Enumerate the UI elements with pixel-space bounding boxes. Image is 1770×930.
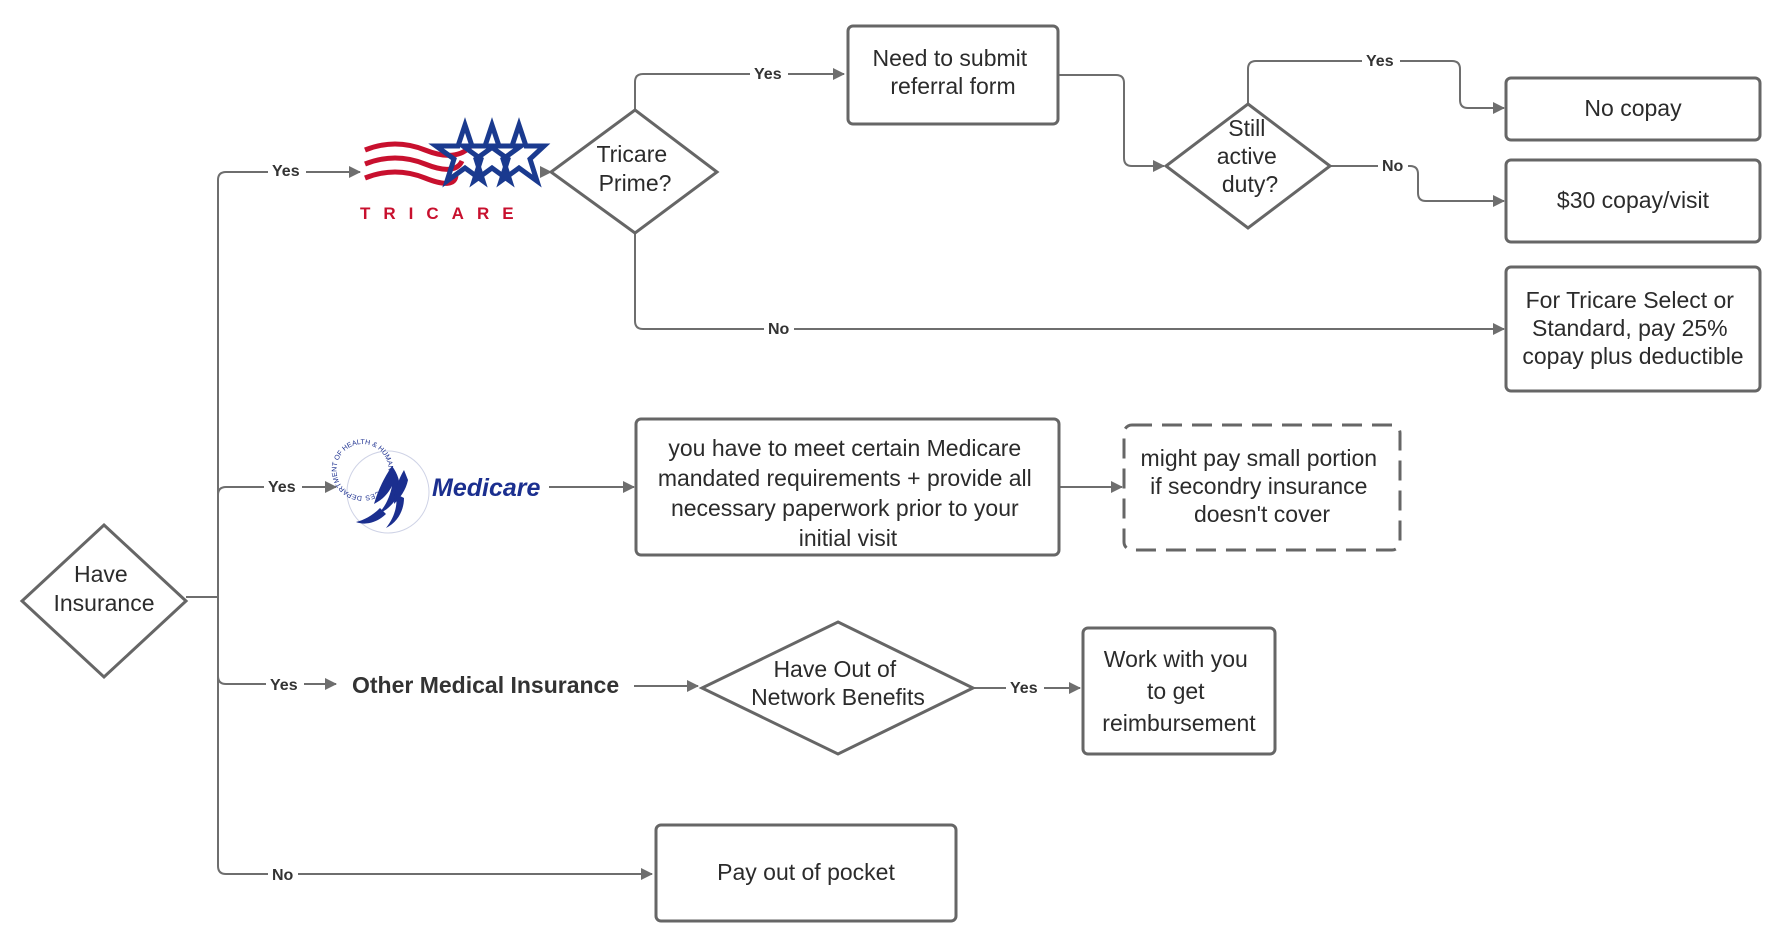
text-req-3: necessary paperwork prior to your [671,495,1019,521]
tricare-logo: TRICARE [360,117,551,223]
text-referral-2: referral form [890,73,1015,99]
label-to-tricare: Yes [272,163,300,180]
label-duty-yes: Yes [1366,53,1394,70]
text-duty: duty? [1222,171,1278,197]
node-medicare-req: you have to meet certain Medicare mandat… [634,417,1061,557]
svg-text:Tricare Prime?: Tricare Prime? [596,141,673,196]
edge-to-medicare [217,481,337,496]
text-referral-1: Need to submit [872,45,1027,71]
text-active: active [1217,143,1277,169]
text-select-2: Standard, pay 25% [1532,315,1728,341]
hhs-seal: DEPARTMENT OF HEALTH & HUMAN SERVICES · … [0,0,430,534]
node-pay-pocket: Pay out of pocket [654,823,958,923]
node-no-copay: No copay [1504,76,1762,142]
text-still: Still [1228,115,1265,141]
edge-referral-to-duty [1058,74,1165,172]
svg-text:Have Out of Network Bene: Have Out of Network Benefits [751,656,925,710]
label-to-other: Yes [270,677,298,694]
label-to-pocket: No [272,867,294,884]
svg-text:might pay small portion: might pay small portion if secondry insu… [1141,445,1384,527]
tricare-wordmark: TRICARE [360,204,527,223]
text-reimb-2: to get [1147,678,1205,704]
edge-to-other [217,675,337,690]
label-prime-no: No [768,321,790,338]
hhs-eagle-icon [356,466,408,528]
node-tricare-select: For Tricare Select or Standard, pay 25% … [1504,265,1762,393]
text-secondary-2: if secondry insurance [1150,473,1367,499]
text-req-4: initial visit [799,525,898,551]
node-copay-30: $30 copay/visit [1504,158,1762,244]
text-secondary-3: doesn't cover [1194,501,1330,527]
text-prime: Prime? [599,170,672,196]
svg-text:Work with you to get: Work with you to get reimbursement [1102,646,1256,736]
text-pay-pocket: Pay out of pocket [717,859,895,885]
medicare-wordmark: Medicare [432,474,540,502]
label-network-yes: Yes [1010,680,1038,697]
svg-text:you have to meet certain Medic: you have to meet certain Medicare mandat… [658,435,1038,551]
node-have-insurance: Have Insurance [19,522,189,680]
text-copay-30: $30 copay/visit [1557,187,1710,213]
tricare-stars [428,117,551,188]
node-reimbursement: Work with you to get reimbursement [1081,626,1277,756]
edge-insurance-spine [217,171,227,875]
medicare-logo: DEPARTMENT OF HEALTH & HUMAN SERVICES · … [0,0,540,534]
text-other-insurance: Other Medical Insurance [352,672,619,698]
node-secondary: might pay small portion if secondry insu… [1122,423,1402,552]
text-network-2: Network Benefits [751,684,925,710]
svg-text:For Tricare Select or St: For Tricare Select or Standard, pay 25% … [1522,287,1743,369]
text-tricare: Tricare [596,141,667,167]
text-req-1: you have to meet certain Medicare [668,435,1021,461]
node-referral: Need to submit referral form [846,24,1060,126]
node-active-duty: Still active duty? [1163,102,1333,230]
hhs-seal-text: DEPARTMENT OF HEALTH & HUMAN SERVICES · … [0,0,394,501]
text-have: Have [74,561,128,587]
label-duty-no: No [1382,158,1404,175]
svg-text:Need to submit referral: Need to submit referral form [872,45,1033,99]
edge-duty-yes [1247,60,1505,114]
edge-prime-no [634,233,1505,335]
text-secondary-1: might pay small portion [1141,445,1378,471]
text-req-2: mandated requirements + provide all [658,465,1032,491]
node-other-insurance: Other Medical Insurance [352,672,619,698]
text-reimb-3: reimbursement [1102,710,1256,736]
text-insurance: Insurance [53,590,154,616]
edge-labels: Yes Yes Yes No Yes No Yes No Yes [264,50,1408,884]
text-network-1: Have Out of [773,656,896,682]
svg-text:Still active duty?: Still active duty? [1217,115,1283,197]
svg-text:Have Insurance: Have Insurance [53,561,154,616]
edge-duty-no [1330,165,1505,207]
text-select-3: copay plus deductible [1522,343,1743,369]
label-prime-yes: Yes [754,66,782,83]
node-tricare-prime: Tricare Prime? [548,108,720,235]
edge-prime-yes [634,68,845,110]
label-to-medicare: Yes [268,479,296,496]
text-no-copay: No copay [1584,95,1682,121]
tricare-stripes [364,141,472,186]
edges [186,60,1505,880]
node-out-of-network: Have Out of Network Benefits [698,620,977,756]
text-select-1: For Tricare Select or [1526,287,1735,313]
text-reimb-1: Work with you [1104,646,1248,672]
svg-text:DEPARTMENT OF HEALTH & HUMAN S: DEPARTMENT OF HEALTH & HUMAN SERVICES · … [0,0,394,501]
